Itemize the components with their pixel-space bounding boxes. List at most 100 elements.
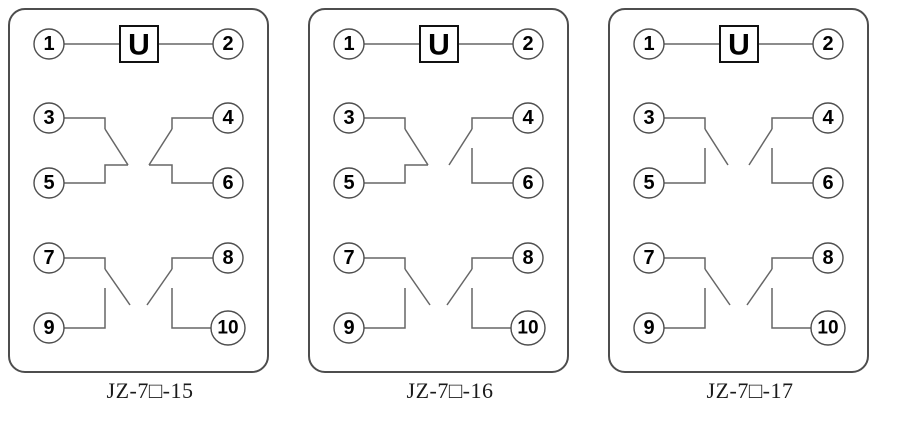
terminal-label: 1	[43, 33, 54, 55]
terminal-1[interactable]: 1	[333, 28, 365, 60]
terminal-label: 5	[343, 172, 354, 194]
terminal-label: 10	[217, 318, 238, 339]
coil-box[interactable]	[419, 25, 459, 63]
contact-lead-bottom	[64, 164, 128, 184]
terminal-7[interactable]: 7	[33, 242, 65, 274]
relay-case-outline	[308, 8, 569, 373]
coil-group[interactable]: U	[664, 25, 813, 63]
terminal-circle	[333, 102, 365, 134]
terminal-7[interactable]: 7	[333, 242, 365, 274]
terminal-10[interactable]: 10	[210, 310, 246, 346]
terminal-label: 2	[822, 33, 833, 55]
contact-lead-top	[64, 257, 106, 269]
contact-group-lower-right[interactable]	[746, 257, 813, 329]
contact-blade	[146, 268, 173, 306]
terminal-circle	[812, 102, 844, 134]
contact-group-upper-right[interactable]	[748, 117, 813, 184]
terminal-9[interactable]: 9	[633, 312, 665, 344]
terminal-7[interactable]: 7	[633, 242, 665, 274]
contact-group-upper-right[interactable]	[448, 117, 513, 184]
terminal-label: 6	[522, 172, 533, 194]
terminal-8[interactable]: 8	[512, 242, 544, 274]
contact-group-upper-left[interactable]	[664, 117, 729, 184]
contact-group-lower-left[interactable]	[64, 257, 131, 329]
contact-blade	[704, 268, 731, 306]
coil-group[interactable]: U	[64, 25, 213, 63]
contact-group-upper-right[interactable]	[148, 117, 213, 184]
panel-caption: JZ-7□-15	[106, 378, 194, 403]
coil-box[interactable]	[119, 25, 159, 63]
contact-group-lower-right[interactable]	[446, 257, 513, 329]
terminal-circle	[810, 310, 846, 346]
contact-lead-bottom	[664, 288, 706, 329]
terminal-label: 2	[222, 33, 233, 55]
contact-group-lower-left[interactable]	[364, 257, 431, 329]
coil-box[interactable]	[719, 25, 759, 63]
contact-lead-top	[664, 257, 706, 269]
terminal-10[interactable]: 10	[510, 310, 546, 346]
terminal-label: 6	[822, 172, 833, 194]
terminal-circle	[633, 28, 665, 60]
terminal-label: 1	[343, 33, 354, 55]
terminal-circle	[212, 102, 244, 134]
contact-blade	[404, 268, 431, 306]
coil-group[interactable]: U	[364, 25, 513, 63]
contact-lead-top	[364, 117, 406, 129]
terminal-circle	[512, 102, 544, 134]
contact-lead-top	[664, 117, 706, 129]
terminal-1[interactable]: 1	[33, 28, 65, 60]
terminal-9[interactable]: 9	[33, 312, 65, 344]
terminal-circle	[510, 310, 546, 346]
terminal-1[interactable]: 1	[633, 28, 665, 60]
relay-case-outline	[608, 8, 869, 373]
contact-group-lower-right[interactable]	[146, 257, 213, 329]
terminal-4[interactable]: 4	[812, 102, 844, 134]
terminal-6[interactable]: 6	[512, 167, 544, 199]
terminal-2[interactable]: 2	[512, 28, 544, 60]
terminal-circle	[33, 102, 65, 134]
terminal-2[interactable]: 2	[812, 28, 844, 60]
terminal-circle	[210, 310, 246, 346]
terminal-circle	[333, 312, 365, 344]
terminal-3[interactable]: 3	[33, 102, 65, 134]
terminal-9[interactable]: 9	[333, 312, 365, 344]
terminal-label: 2	[522, 33, 533, 55]
terminal-5[interactable]: 5	[633, 167, 665, 199]
terminal-6[interactable]: 6	[812, 167, 844, 199]
terminal-circle	[212, 167, 244, 199]
terminal-circle	[333, 242, 365, 274]
contact-group-upper-left[interactable]	[364, 117, 429, 184]
contact-group-upper-left[interactable]	[64, 117, 129, 184]
contact-blade	[748, 128, 773, 166]
terminal-label: 3	[643, 107, 654, 129]
terminal-3[interactable]: 3	[633, 102, 665, 134]
terminal-8[interactable]: 8	[212, 242, 244, 274]
terminal-3[interactable]: 3	[333, 102, 365, 134]
contact-group-lower-left[interactable]	[664, 257, 731, 329]
terminal-label: 5	[43, 172, 54, 194]
relay-schematic: U 1 2 3 4 5 6 7 8 9 10	[308, 8, 569, 373]
terminal-4[interactable]: 4	[212, 102, 244, 134]
terminal-label: 4	[522, 107, 534, 129]
terminal-10[interactable]: 10	[810, 310, 846, 346]
terminal-circle	[812, 167, 844, 199]
terminal-5[interactable]: 5	[33, 167, 65, 199]
terminal-circle	[333, 28, 365, 60]
contact-blade	[746, 268, 773, 306]
terminal-5[interactable]: 5	[333, 167, 365, 199]
terminal-circle	[633, 242, 665, 274]
terminal-circle	[33, 312, 65, 344]
terminal-2[interactable]: 2	[212, 28, 244, 60]
terminal-circle	[33, 242, 65, 274]
terminal-circle	[333, 167, 365, 199]
contact-blade	[104, 128, 129, 166]
terminal-8[interactable]: 8	[812, 242, 844, 274]
terminal-4[interactable]: 4	[512, 102, 544, 134]
terminal-circle	[212, 242, 244, 274]
terminal-6[interactable]: 6	[212, 167, 244, 199]
terminal-label: 5	[643, 172, 654, 194]
panel-caption: JZ-7□-17	[706, 378, 794, 403]
coil-label: U	[428, 29, 450, 62]
terminal-label: 1	[643, 33, 654, 55]
